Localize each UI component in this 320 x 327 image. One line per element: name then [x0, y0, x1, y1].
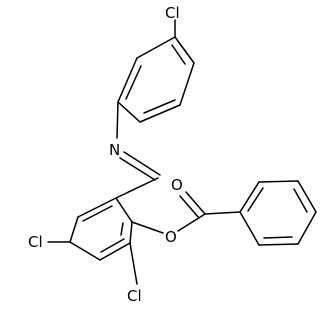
imine-double-bond	[119, 157, 156, 181]
bond	[99, 242, 131, 261]
bond	[69, 241, 101, 261]
bond	[139, 104, 181, 123]
bond	[117, 57, 138, 103]
bond	[77, 197, 117, 218]
bond	[117, 101, 141, 123]
bond	[258, 180, 299, 183]
double-bond-inner	[293, 188, 308, 213]
bond	[174, 36, 195, 64]
bond	[297, 180, 317, 213]
carbonyl-double-bond	[179, 195, 200, 219]
atom-cl-top: Cl	[165, 4, 180, 22]
bond	[239, 181, 260, 213]
double-bond-inner	[82, 205, 113, 222]
atom-ester-o: O	[165, 228, 177, 246]
phenyl-ring	[239, 180, 317, 246]
chlorophenyl-ring	[117, 36, 195, 123]
atom-cl-bottom: Cl	[127, 287, 142, 305]
double-bond-inner	[171, 44, 186, 65]
bond-ester-o-carbonyl	[177, 213, 206, 232]
imine-double-bond	[123, 151, 161, 176]
dichlorophenyl-ring	[69, 197, 133, 261]
bond-ring-ester-o	[131, 221, 164, 234]
bond	[136, 36, 176, 59]
bond-carbonyl-phenyl	[204, 211, 241, 215]
double-bond-inner	[247, 187, 264, 212]
carbonyl-double-bond	[185, 191, 206, 215]
bond	[115, 197, 133, 223]
bond-ring-n	[116, 101, 119, 139]
atom-imine-n: N	[109, 141, 120, 159]
double-bond-inner	[125, 65, 142, 100]
double-bond-inner	[100, 238, 125, 253]
double-bond-inner	[120, 222, 124, 236]
bond	[69, 216, 79, 243]
atom-carbonyl-o: O	[171, 176, 183, 194]
bond-ch-ring	[115, 177, 159, 199]
double-bond-inner	[263, 236, 293, 239]
bond-cl-bottom	[129, 242, 138, 285]
bond	[179, 62, 195, 106]
bond	[297, 211, 317, 245]
bond	[239, 211, 260, 246]
double-bond-inner	[143, 99, 176, 114]
atom-cl-left: Cl	[28, 233, 43, 251]
bond	[258, 243, 299, 246]
bond	[129, 221, 133, 244]
